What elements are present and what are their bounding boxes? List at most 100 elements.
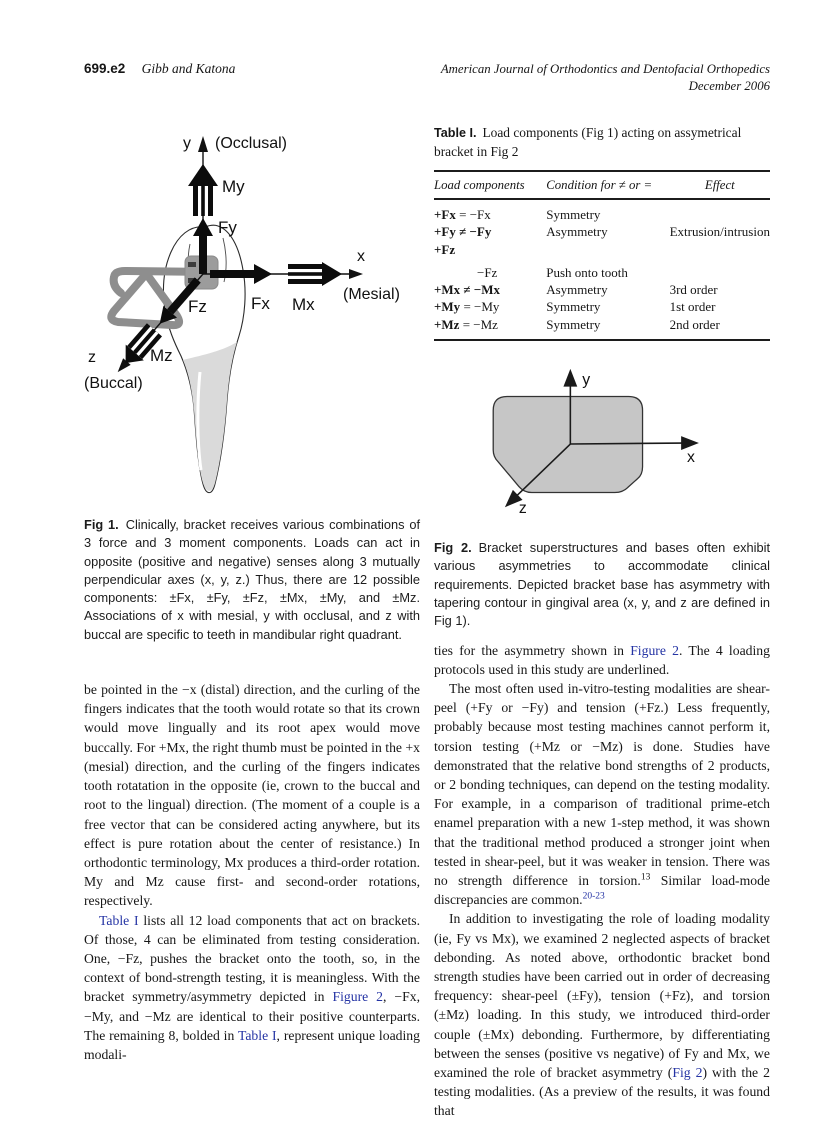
mesial-label: (Mesial) <box>343 286 400 303</box>
moment-arrow-mz <box>125 323 162 364</box>
figure-1-diagram: y (Occlusal) x (Mesial) z (Buccal) My Fy… <box>84 135 400 494</box>
table-row: +My = −My Symmetry 1st order <box>434 299 716 315</box>
mx-label: Mx <box>292 295 315 314</box>
figure1-caption: Fig 1.Clinically, bracket receives vario… <box>84 516 420 644</box>
z-axis-line <box>515 443 571 497</box>
text-run: be pointed in the −x (distal) direction,… <box>84 682 420 909</box>
running-head-left: 699.e2 Gibb and Katona <box>84 61 235 77</box>
bracket-base-shape <box>492 395 644 494</box>
right-column-body: ties for the asymmetry shown in Figure 2… <box>434 641 770 1121</box>
column-header-effect: Effect <box>669 171 770 200</box>
journal-title: American Journal of Orthodontics and Den… <box>440 62 770 76</box>
bracket-slot-mark <box>188 262 196 267</box>
cross-reference-link[interactable]: Figure 2 <box>332 989 384 1005</box>
fz-label: Fz <box>188 297 207 316</box>
x-axis-line <box>570 442 684 445</box>
table-row: +Fx = −Fx Symmetry <box>434 207 601 222</box>
table-row: +Mx ≠ −Mx Asymmetry 3rd order <box>434 282 718 298</box>
figure2-caption-text: Bracket superstructures and bases often … <box>434 540 770 629</box>
running-head-authors: Gibb and Katona <box>141 61 236 76</box>
archwire-main <box>109 267 218 297</box>
x-axis-arrowhead <box>349 269 363 279</box>
text-run: , −Fx, −My, and −Mz are identical to the… <box>84 989 420 1043</box>
figure2-caption-tag: Fig 2. <box>434 540 472 556</box>
table-row: +Fz <box>434 241 456 257</box>
citation: 13 <box>640 872 651 883</box>
text-run: ) with the 2 testing modalities. (As a p… <box>434 1065 770 1119</box>
axis-arrowheads <box>504 368 699 508</box>
bracket-slot-mark <box>188 278 196 283</box>
coordinate-axes <box>515 384 684 497</box>
paragraph: The most often used in-vitro-testing mod… <box>434 679 770 909</box>
axis-arrowheads <box>117 136 363 373</box>
force-arrow-fx <box>210 264 272 284</box>
paragraph: ties for the asymmetry shown in Figure 2… <box>434 641 770 679</box>
archwire-loop <box>107 270 184 330</box>
z-axis-label: z <box>88 349 96 366</box>
moment-arrow-mx <box>288 262 342 286</box>
table-1: Load components Condition for ≠ or = Eff… <box>434 170 770 342</box>
buccal-label: (Buccal) <box>84 375 143 392</box>
fy-label: Fy <box>218 218 237 237</box>
page-number: 699.e2 <box>84 61 126 76</box>
force-arrows <box>159 218 272 324</box>
moment-arrow-my <box>188 164 218 216</box>
table-1-block: Table I.Load components (Fig 1) acting o… <box>434 124 770 342</box>
right-column: Table I.Load components (Fig 1) acting o… <box>434 122 770 1121</box>
citation-link[interactable]: 20-23 <box>582 891 605 902</box>
y-axis-label: y <box>183 135 191 152</box>
y-axis-arrowhead <box>563 368 578 387</box>
issue-date: December 2006 <box>688 79 770 93</box>
paragraph: In addition to investigating the role of… <box>434 909 770 1120</box>
moment-arrows <box>125 164 342 364</box>
text-run: ties for the asymmetry shown in <box>434 642 631 658</box>
figure-1: y (Occlusal) x (Mesial) z (Buccal) My Fy… <box>84 122 420 644</box>
text-run: , represent unique loading modali- <box>84 1027 420 1062</box>
column-header-load-components: Load components <box>434 171 547 200</box>
text-run: lists all 12 load components that act on… <box>84 912 420 1005</box>
fx-label: Fx <box>251 294 270 313</box>
two-column-layout: y (Occlusal) x (Mesial) z (Buccal) My Fy… <box>84 122 770 1121</box>
root-highlight <box>196 371 203 471</box>
z-axis-label: z <box>519 500 527 517</box>
cross-reference-link[interactable]: Table I <box>99 912 139 928</box>
text-run: The most often used in-vitro-testing mod… <box>434 680 770 888</box>
left-column: y (Occlusal) x (Mesial) z (Buccal) My Fy… <box>84 122 420 1121</box>
mz-label: Mz <box>150 346 173 365</box>
table1-label: Table I. <box>434 126 477 140</box>
force-arrow-fz <box>159 277 201 324</box>
x-axis-label: x <box>687 449 695 466</box>
cross-reference-link[interactable]: Figure 2 <box>630 642 679 658</box>
left-column-body: be pointed in the −x (distal) direction,… <box>84 680 420 1064</box>
table1-title-text: Load components (Fig 1) acting on assyme… <box>434 125 742 159</box>
column-header-condition: Condition for ≠ or = <box>546 171 670 200</box>
paragraph: Table I lists all 12 load components tha… <box>84 911 420 1065</box>
figure-2: y x z Fig 2.Bracket superstructures and … <box>434 355 770 630</box>
cross-reference-link[interactable]: Fig 2 <box>672 1065 703 1081</box>
table1-title: Table I.Load components (Fig 1) acting o… <box>434 124 770 161</box>
cross-reference-link[interactable]: Table I <box>237 1027 277 1043</box>
occlusal-label: (Occlusal) <box>215 135 287 152</box>
z-axis-arrowhead <box>504 489 523 508</box>
table-header-row: Load components Condition for ≠ or = Eff… <box>434 171 770 200</box>
table-row: +Fy ≠ −Fy Asymmetry Extrusion/intrusion <box>434 224 770 240</box>
running-head-journal: American Journal of Orthodontics and Den… <box>441 61 770 95</box>
x-axis-arrowhead <box>681 436 699 451</box>
figure2-caption: Fig 2.Bracket superstructures and bases … <box>434 539 770 630</box>
figure1-caption-tag: Fig 1. <box>84 517 119 532</box>
crown-detail-line <box>222 237 227 283</box>
paragraph: be pointed in the −x (distal) direction,… <box>84 680 420 910</box>
archwire <box>107 267 218 330</box>
y-axis-label: y <box>582 372 590 389</box>
table-row: −Fz Push onto tooth <box>477 264 628 280</box>
table-row: +Mz = −Mz Symmetry 2nd order <box>434 316 720 332</box>
my-label: My <box>222 177 245 196</box>
figure1-caption-text: Clinically, bracket receives various com… <box>84 517 421 642</box>
x-axis-label: x <box>357 248 365 265</box>
force-arrow-fy <box>193 218 213 274</box>
y-axis-arrowhead <box>198 136 208 152</box>
z-axis-arrowhead <box>117 358 131 373</box>
tooth-root-shading <box>183 342 237 491</box>
text-run: . The 4 loading protocols used in this s… <box>434 642 770 677</box>
